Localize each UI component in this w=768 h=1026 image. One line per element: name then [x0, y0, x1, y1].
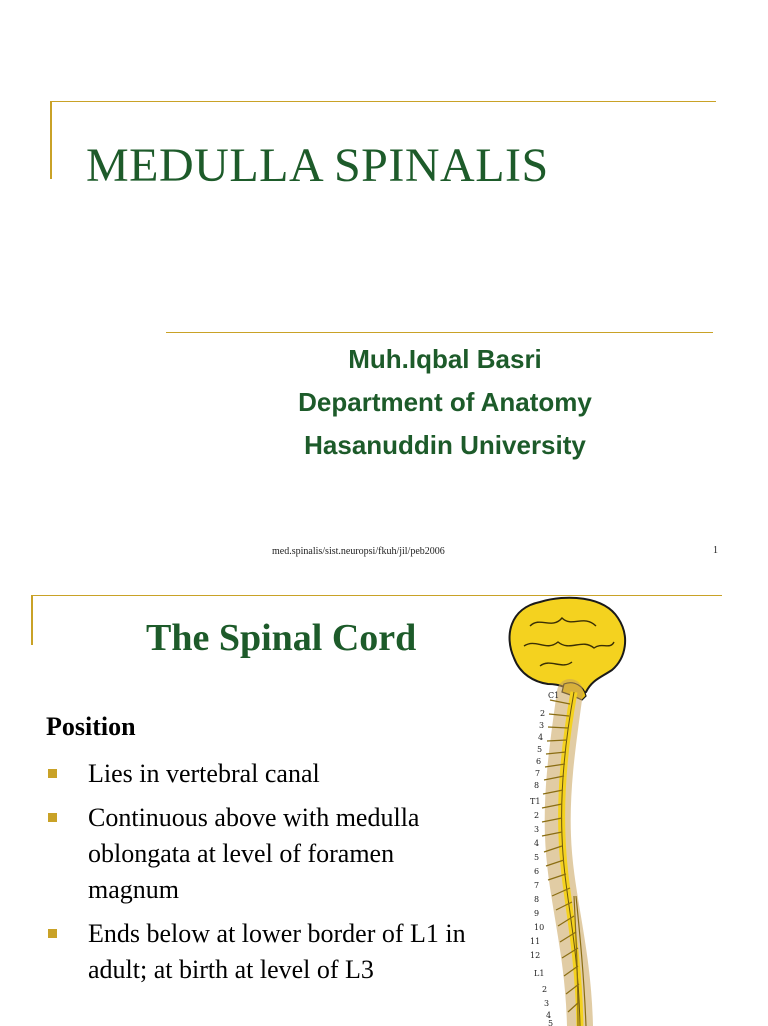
- vertebra-number: 11: [530, 937, 540, 946]
- vertebra-number: 7: [534, 881, 539, 890]
- bullet-item: Ends below at lower border of L1 in adul…: [46, 916, 486, 988]
- vertebra-number: 6: [536, 757, 541, 766]
- vertebra-number: 2: [542, 985, 547, 994]
- vertebra-number: 4: [534, 839, 539, 848]
- square-bullet-icon: [48, 929, 57, 938]
- vertebra-number: 4: [538, 733, 543, 742]
- bullet-list: Lies in vertebral canal Continuous above…: [46, 756, 486, 996]
- vertebra-number: 5: [534, 853, 539, 862]
- square-bullet-icon: [48, 813, 57, 822]
- page-number: 1: [713, 545, 718, 556]
- bullet-text: Ends below at lower border of L1 in adul…: [88, 919, 466, 984]
- left-gold-rule: [31, 595, 33, 645]
- label-t1: T1: [530, 797, 540, 806]
- vertebra-number: 9: [534, 909, 539, 918]
- vertebra-number: 2: [540, 709, 545, 718]
- vertebra-number: 8: [534, 781, 539, 790]
- vertebra-number: 3: [534, 825, 539, 834]
- vertebra-number: 10: [534, 923, 544, 932]
- vertebra-number: 7: [535, 769, 540, 778]
- left-gold-rule: [50, 101, 52, 179]
- department-name: Department of Anatomy: [298, 387, 592, 417]
- section-heading: Position: [46, 712, 136, 741]
- subtitle-block: Muh.Iqbal Basri Department of Anatomy Ha…: [180, 338, 710, 467]
- vertebra-number: 4: [546, 1011, 551, 1020]
- slide-2: The Spinal Cord Position Lies in vertebr…: [0, 576, 768, 1026]
- vertebra-number: 3: [539, 721, 544, 730]
- subtitle-gold-rule: [166, 332, 713, 333]
- top-gold-rule: [50, 101, 716, 102]
- bullet-text: Continuous above with medulla oblongata …: [88, 803, 420, 904]
- vertebra-number: 5: [537, 745, 542, 754]
- bullet-item: Continuous above with medulla oblongata …: [46, 800, 486, 908]
- university-name: Hasanuddin University: [304, 430, 586, 460]
- vertebra-number: 5: [548, 1019, 553, 1026]
- bullet-item: Lies in vertebral canal: [46, 756, 486, 792]
- vertebra-number: 6: [534, 867, 539, 876]
- label-c1: C1: [548, 691, 559, 700]
- vertebra-number: 12: [530, 951, 540, 960]
- spinal-cord-illustration: C1 2 3 4 5 6 7 8 T1 2 3 4 5 6 7 8 9 10 1…: [508, 596, 627, 1026]
- slide-footer: med.spinalis/sist.neuropsi/fkuh/jil/peb2…: [272, 546, 445, 557]
- slide-title: MEDULLA SPINALIS: [86, 139, 549, 192]
- vertebra-number: 3: [544, 999, 549, 1008]
- bullet-text: Lies in vertebral canal: [88, 759, 320, 788]
- top-gold-rule: [31, 595, 722, 596]
- label-l1: L1: [534, 969, 544, 978]
- vertebra-number: 2: [534, 811, 539, 820]
- square-bullet-icon: [48, 769, 57, 778]
- slide-1: MEDULLA SPINALIS Muh.Iqbal Basri Departm…: [50, 101, 718, 557]
- author-name: Muh.Iqbal Basri: [348, 344, 542, 374]
- nerve-roots: [541, 699, 587, 1026]
- vertebra-number: 8: [534, 895, 539, 904]
- slide-title: The Spinal Cord: [146, 617, 417, 659]
